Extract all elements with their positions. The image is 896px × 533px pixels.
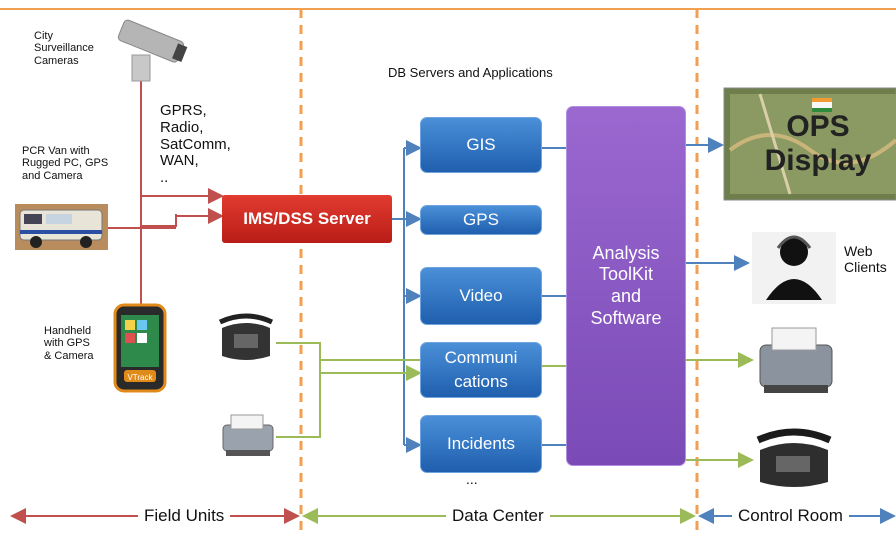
handheld-device-icon: VTrack (113, 303, 167, 393)
ops-line2: Display (765, 144, 872, 177)
ops-display-image: OPS Display (723, 87, 896, 201)
phone-link (276, 342, 422, 381)
ims-dss-server-box: IMS/DSS Server (222, 195, 392, 243)
ops-line1: OPS (786, 110, 849, 143)
web-client-user-icon (752, 232, 836, 304)
merge-link (141, 214, 177, 227)
gps-box: GPS (420, 205, 542, 235)
van-label: PCR Van with Rugged PC, GPS and Camera (22, 145, 109, 182)
desk-phone-icon-field (218, 313, 274, 360)
db-title: DB Servers and Applications (388, 65, 553, 80)
fax-link (276, 373, 321, 438)
fax-icon-field (222, 414, 274, 456)
video-box: Video (420, 267, 542, 325)
analysis-toolkit-box: Analysis ToolKit and Software (566, 106, 686, 466)
fax-icon-control (759, 327, 833, 393)
communications-box: Communi cations (420, 342, 542, 398)
cctv-camera-icon (117, 19, 188, 82)
incidents-box: Incidents (420, 415, 542, 473)
camera-label: City Surveillance Cameras (34, 30, 94, 67)
network-label: GPRS, Radio, SatComm, WAN, .. (160, 102, 231, 187)
desk-phone-icon-control (756, 428, 832, 487)
section-field-units: Field Units (138, 506, 231, 526)
web-clients-label: Web Clients (844, 243, 887, 275)
ellipsis: ... (466, 471, 478, 487)
section-control-room: Control Room (732, 506, 849, 526)
gis-box: GIS (420, 117, 542, 173)
vtrack-label: VTrack (127, 373, 153, 382)
handheld-label: Handheld with GPS & Camera (44, 325, 94, 362)
section-data-center: Data Center (446, 506, 550, 526)
van-icon (15, 204, 108, 250)
